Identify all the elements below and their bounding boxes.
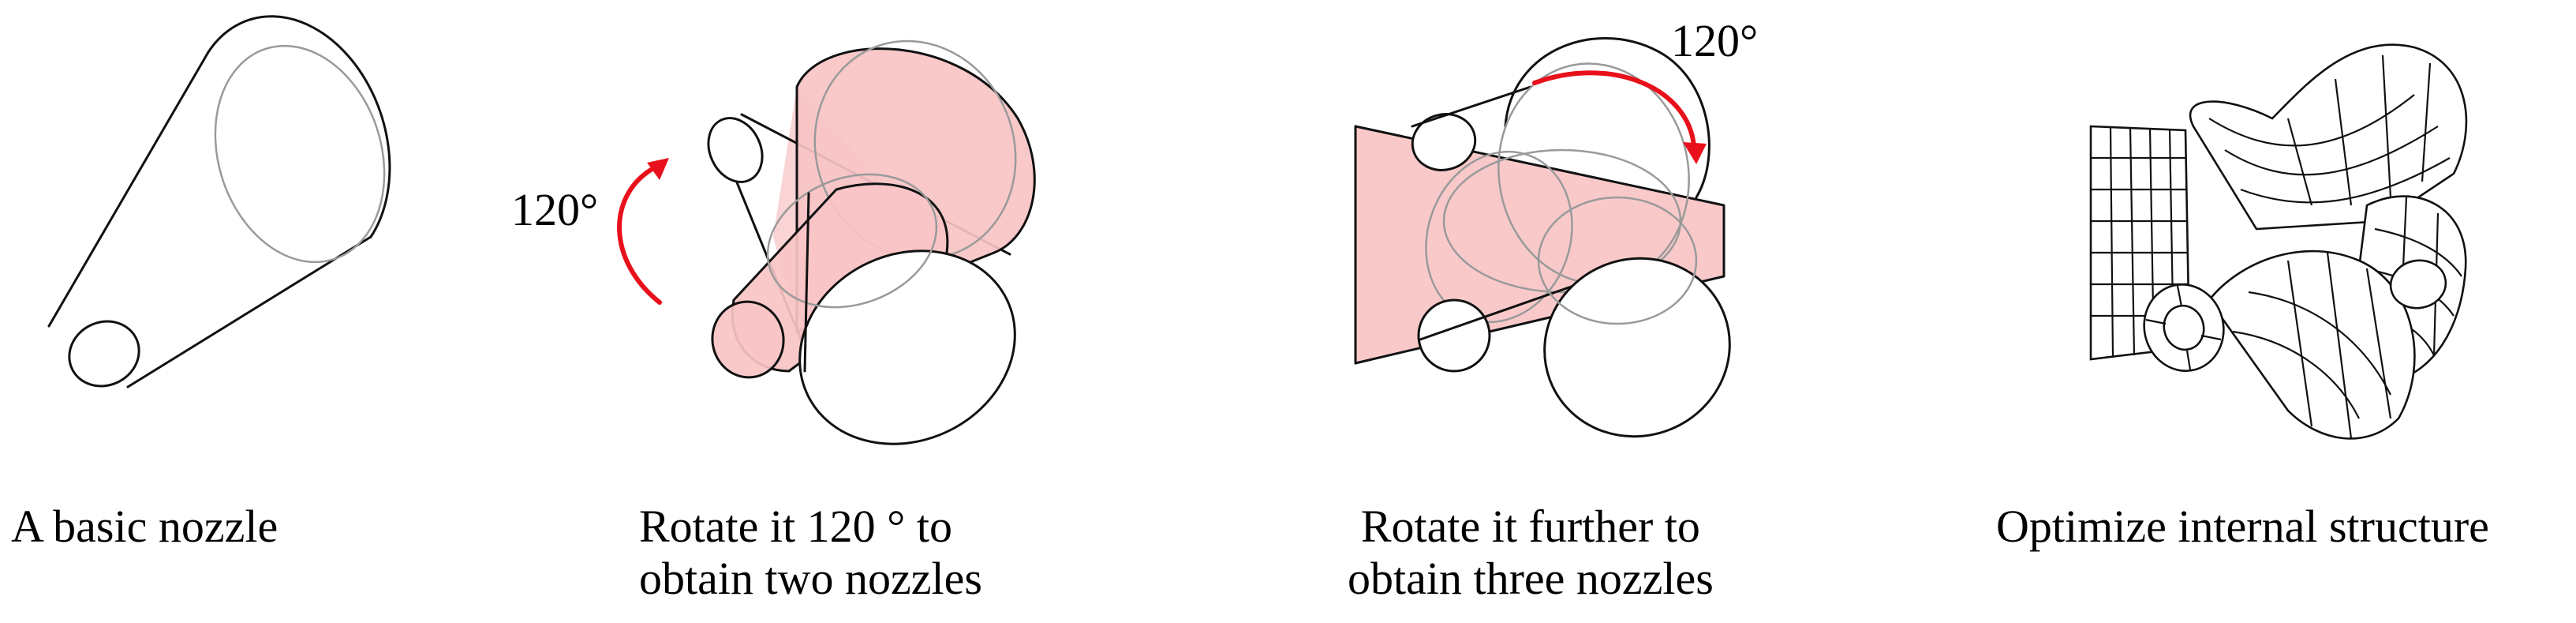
caption-basic-nozzle: A basic nozzle xyxy=(11,501,278,553)
rotation-arrow-2 xyxy=(1532,70,1707,164)
caption-three-nozzles: Rotate it further to obtain three nozzle… xyxy=(1348,501,1714,605)
caption-line: Rotate it 120 ° to xyxy=(639,501,952,552)
two-nozzles-drawing xyxy=(707,39,1036,445)
three-nozzles-drawing xyxy=(1354,37,1731,438)
angle-label-three-nozzles: 120° xyxy=(1671,15,1759,66)
caption-line: A basic nozzle xyxy=(11,501,279,552)
caption-line: Optimize internal structure xyxy=(1996,501,2489,552)
rotation-arrow-1 xyxy=(617,158,669,305)
basic-nozzle-drawing xyxy=(47,15,391,388)
caption-line: obtain two nozzles xyxy=(639,553,982,604)
caption-line: Rotate it further to xyxy=(1360,501,1700,552)
caption-optimized-structure: Optimize internal structure xyxy=(1996,501,2489,553)
caption-line: obtain three nozzles xyxy=(1348,553,1714,604)
caption-two-nozzles: Rotate it 120 ° to obtain two nozzles xyxy=(639,501,982,605)
angle-label-two-nozzles: 120° xyxy=(511,184,599,235)
optimized-structure-drawing xyxy=(2089,43,2468,440)
